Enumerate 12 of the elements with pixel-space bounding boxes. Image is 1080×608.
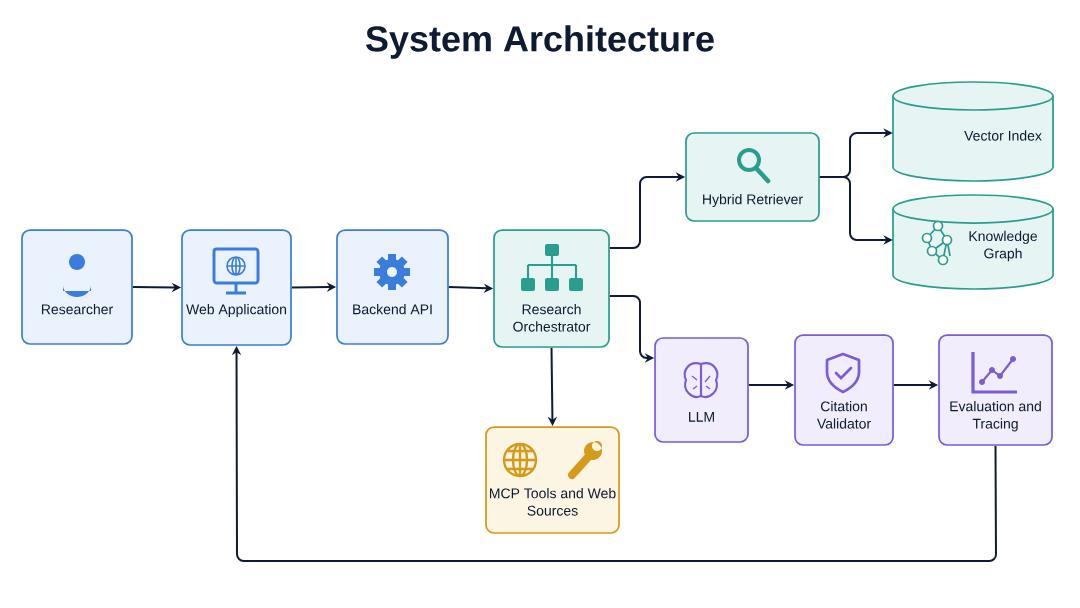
process-box: Evaluation and Tracing bbox=[938, 334, 1053, 446]
process-box: LLM bbox=[654, 337, 749, 443]
process-box: Citation Validator bbox=[794, 334, 894, 446]
process-box: Backend API bbox=[336, 229, 449, 345]
database-cylinder: Vector Index bbox=[892, 81, 1054, 182]
database-cylinder: Knowledge Graph bbox=[892, 194, 1054, 290]
process-box: Hybrid Retriever bbox=[685, 132, 820, 222]
process-box: Web Application bbox=[181, 229, 292, 346]
process-box: Researcher bbox=[21, 229, 133, 345]
process-box: Research Orchestrator bbox=[493, 229, 610, 348]
process-box: MCP Tools and Web Sources bbox=[485, 426, 620, 534]
title: System Architecture bbox=[366, 25, 714, 59]
